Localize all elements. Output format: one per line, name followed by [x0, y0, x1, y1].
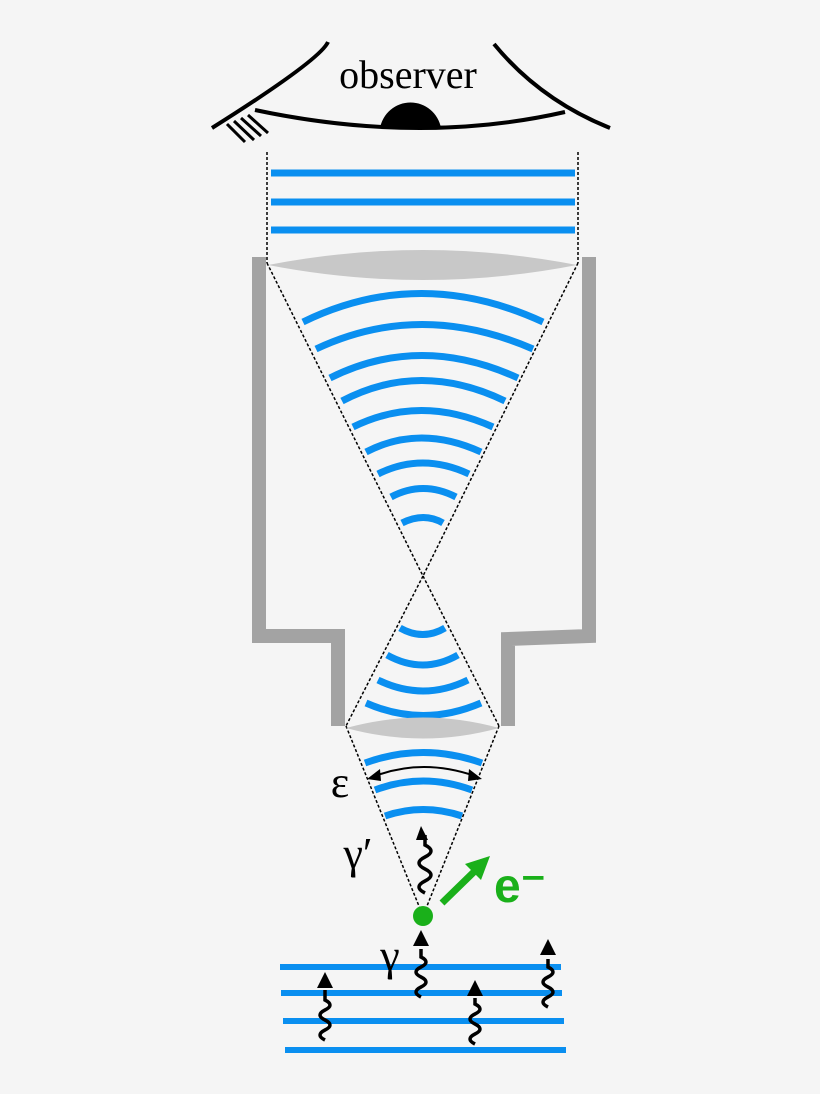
- epsilon-label: ε: [331, 758, 349, 807]
- photon-arrowheads: [317, 930, 556, 996]
- acceptance-angle-arrow: [367, 766, 482, 781]
- ray-guides: [266, 152, 579, 917]
- emitted-wavefronts: [363, 749, 484, 820]
- objective-lens-top: [268, 250, 577, 280]
- observer-label: observer: [339, 52, 477, 97]
- gamma-prime-label: γ′: [342, 829, 372, 878]
- scattered-photon-icon: [416, 826, 433, 895]
- objective-lens-bottom: [346, 717, 499, 739]
- pupil-icon: [380, 102, 441, 128]
- photoelectron-arrow-icon: [439, 856, 490, 906]
- gamma-label: γ: [379, 931, 399, 980]
- converging-wavefronts: [301, 290, 545, 527]
- eyelash-icon: [225, 113, 270, 144]
- electron-label: e⁻: [494, 860, 546, 913]
- parallel-wavefronts: [271, 169, 575, 234]
- electron-dot: [413, 906, 433, 926]
- observer-eye: observer: [210, 41, 611, 144]
- housing-left: [252, 257, 345, 726]
- housing-right: [501, 257, 596, 726]
- sample-layers: [280, 964, 566, 1053]
- incident-photons: [318, 949, 555, 1046]
- diverging-wavefronts: [364, 624, 483, 719]
